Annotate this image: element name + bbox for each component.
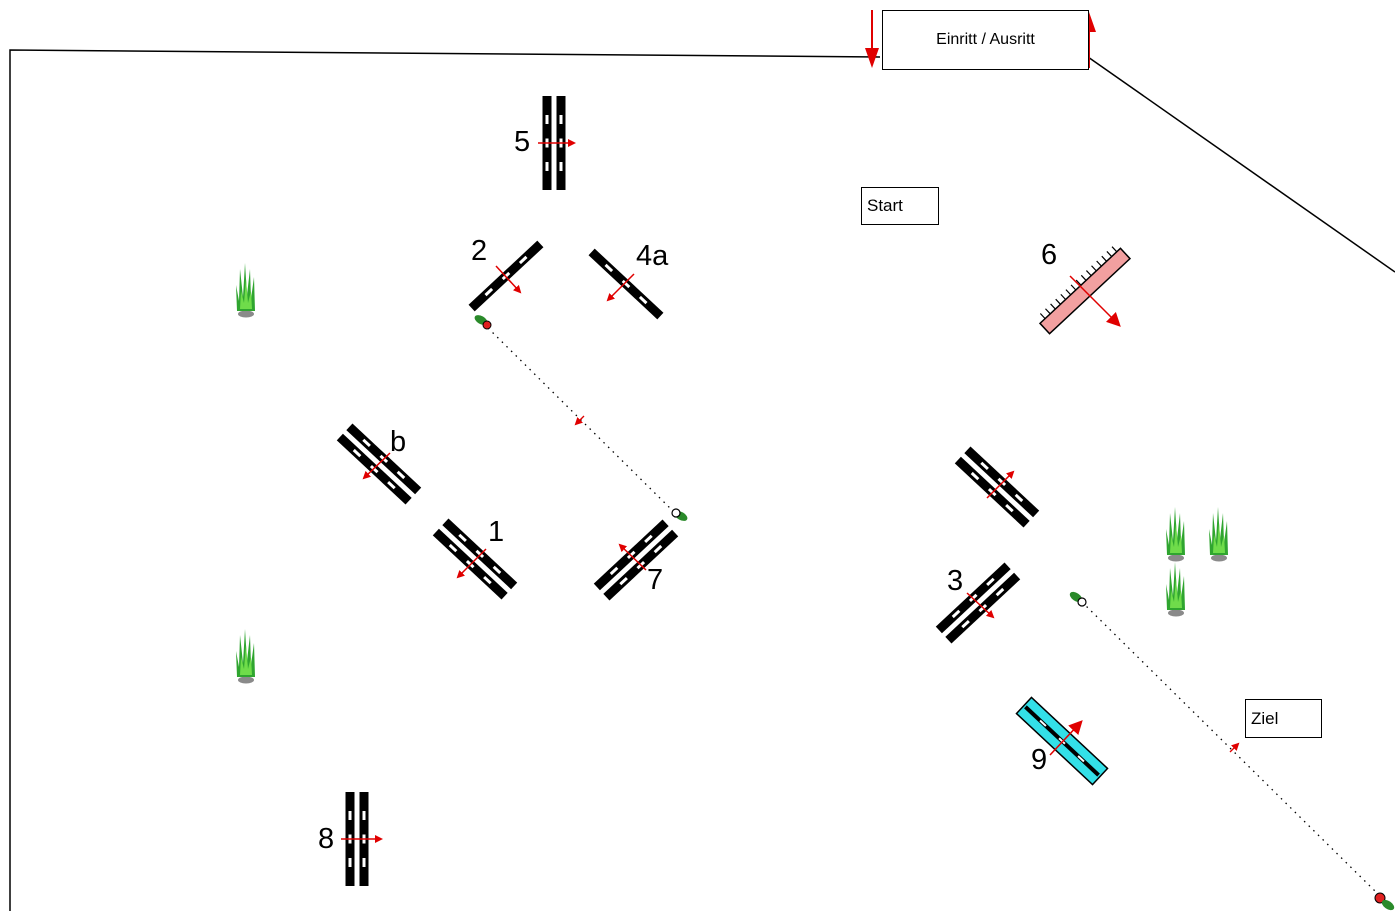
obstacle-number-9: 9 — [1031, 744, 1048, 776]
obstacle-2-icon — [468, 240, 544, 312]
obstacle-number-1: 1 — [488, 516, 505, 548]
finish-marker-icon — [1374, 892, 1395, 911]
plant-icon — [1209, 507, 1228, 562]
obstacle-4a-icon — [588, 248, 664, 320]
plant-icon — [236, 629, 255, 684]
obstacle-8-icon — [341, 792, 383, 886]
obstacle-number-6: 6 — [1041, 239, 1058, 271]
obstacle-number-7: 7 — [647, 564, 664, 596]
obstacle-number-b: b — [390, 426, 407, 458]
entry-arrow-icon — [865, 10, 879, 68]
obstacle-1-icon — [433, 519, 517, 600]
plant-icon — [1166, 507, 1185, 562]
start-marker-icon — [671, 508, 688, 521]
start-marker-icon — [474, 315, 492, 330]
finish-label: Ziel — [1251, 709, 1279, 728]
arena-fence — [9, 49, 1395, 911]
obstacle-number-2: 2 — [471, 235, 488, 267]
obstacle-3-icon — [936, 563, 1020, 644]
obstacle-7-icon — [594, 520, 678, 601]
obstacle-number-4a: 4a — [636, 240, 669, 272]
obstacle-number-3: 3 — [947, 565, 964, 597]
obstacle-number-8: 8 — [318, 823, 335, 855]
entry-exit-box: Einritt / Ausritt — [882, 10, 1089, 70]
obstacle-oxer-icon — [955, 447, 1039, 528]
plant-icon — [1166, 562, 1185, 617]
track-arrow-icon — [574, 415, 585, 426]
obstacle-number-5: 5 — [514, 126, 531, 158]
obstacle-5-icon — [538, 96, 576, 190]
finish-box: Ziel — [1245, 699, 1322, 738]
track-arrow-icon — [1229, 742, 1240, 753]
entry-exit-label: Einritt / Ausritt — [936, 31, 1035, 48]
obstacle-6-icon — [1038, 246, 1132, 335]
obstacle-b-icon — [337, 424, 421, 505]
start-box: Start — [861, 187, 939, 225]
start-label: Start — [867, 196, 903, 215]
finish-marker-icon — [1069, 591, 1087, 607]
plant-icon — [236, 263, 255, 318]
track-line — [487, 327, 1379, 895]
obstacle-9-icon — [1015, 696, 1109, 786]
